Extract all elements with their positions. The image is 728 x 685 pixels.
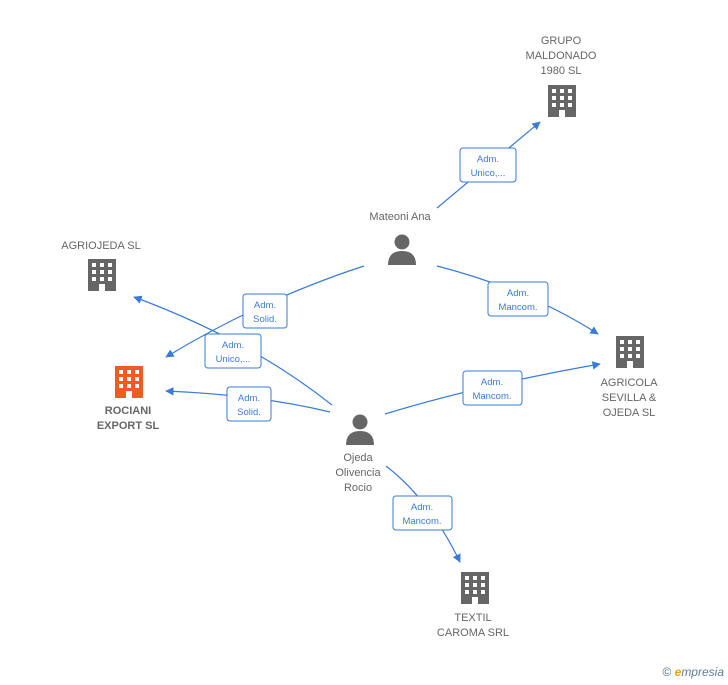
edge-label-line-2: Mancom.: [402, 516, 441, 527]
building-icon: [88, 259, 116, 291]
building-icon: [115, 366, 143, 398]
node-agricola-sevilla[interactable]: AGRICOLA SEVILLA & OJEDA SL: [601, 336, 659, 419]
brand-logo-text: mpresia: [681, 665, 724, 679]
node-ojeda-olivencia[interactable]: Ojeda Olivencia Rocio: [335, 414, 381, 495]
edge-label-line-2: Unico,...: [216, 354, 251, 365]
node-label-line-2: CAROMA SRL: [437, 627, 509, 639]
edge-ojeda-textil[interactable]: Adm. Mancom.: [385, 465, 461, 563]
edge-ojeda-agricola[interactable]: Adm. Mancom.: [384, 361, 601, 415]
edge-label-line-2: Mancom.: [472, 391, 511, 402]
edge-mateoni-rociani[interactable]: Adm. Solid.: [165, 265, 365, 358]
edge-label-line-1: Adm.: [411, 502, 433, 513]
node-label-line-1: ROCIANI: [105, 405, 151, 417]
edge-label-line-1: Adm.: [254, 300, 276, 311]
node-rociani-export[interactable]: ROCIANI EXPORT SL: [97, 366, 160, 432]
node-agriojeda[interactable]: AGRIOJEDA SL: [61, 240, 141, 291]
node-label-line-3: OJEDA SL: [603, 407, 656, 419]
node-label-line-2: Olivencia: [335, 467, 381, 479]
node-label-line-1: GRUPO: [541, 35, 582, 47]
person-icon: [346, 414, 374, 445]
edge-mateoni-grupo[interactable]: Adm. Unico,...: [436, 121, 541, 209]
node-label-line-3: 1980 SL: [541, 65, 582, 77]
edge-label-line-2: Mancom.: [498, 302, 537, 313]
node-label-line-2: MALDONADO: [526, 50, 597, 62]
edge-label-line-1: Adm.: [222, 340, 244, 351]
node-label-line-1: Mateoni Ana: [369, 211, 431, 223]
building-icon: [616, 336, 644, 368]
node-label-line-3: Rocio: [344, 482, 372, 494]
node-label-line-1: Ojeda: [343, 452, 373, 464]
node-grupo-maldonado[interactable]: GRUPO MALDONADO 1980 SL: [526, 35, 597, 117]
node-label-line-2: EXPORT SL: [97, 420, 160, 432]
edge-label-line-1: Adm.: [481, 377, 503, 388]
node-label-line-2: SEVILLA &: [602, 392, 657, 404]
edge-label-line-2: Unico,...: [471, 168, 506, 179]
copyright-symbol: ©: [662, 665, 672, 679]
node-textil-caroma[interactable]: TEXTIL CAROMA SRL: [437, 572, 509, 639]
edge-ojeda-agriojeda[interactable]: Adm. Unico,...: [133, 295, 333, 406]
edge-label-line-2: Solid.: [253, 314, 277, 325]
brand-logo-initial: e: [674, 665, 682, 679]
node-label-line-1: AGRICOLA: [601, 377, 659, 389]
building-icon: [548, 85, 576, 117]
building-icon: [461, 572, 489, 604]
edge-label-line-1: Adm.: [477, 154, 499, 165]
node-mateoni-ana[interactable]: Mateoni Ana: [369, 211, 431, 265]
node-label-line-1: TEXTIL: [454, 612, 491, 624]
edge-ojeda-rociani[interactable]: Adm. Solid.: [165, 386, 331, 422]
person-icon: [388, 234, 416, 265]
node-label-line-1: AGRIOJEDA SL: [61, 240, 140, 252]
edge-label-line-1: Adm.: [238, 393, 260, 404]
edge-label-line-2: Solid.: [237, 407, 261, 418]
brand-footer: © empresia: [662, 665, 724, 679]
edge-label-line-1: Adm.: [507, 288, 529, 299]
edge-mateoni-agricola[interactable]: Adm. Mancom.: [436, 265, 599, 335]
